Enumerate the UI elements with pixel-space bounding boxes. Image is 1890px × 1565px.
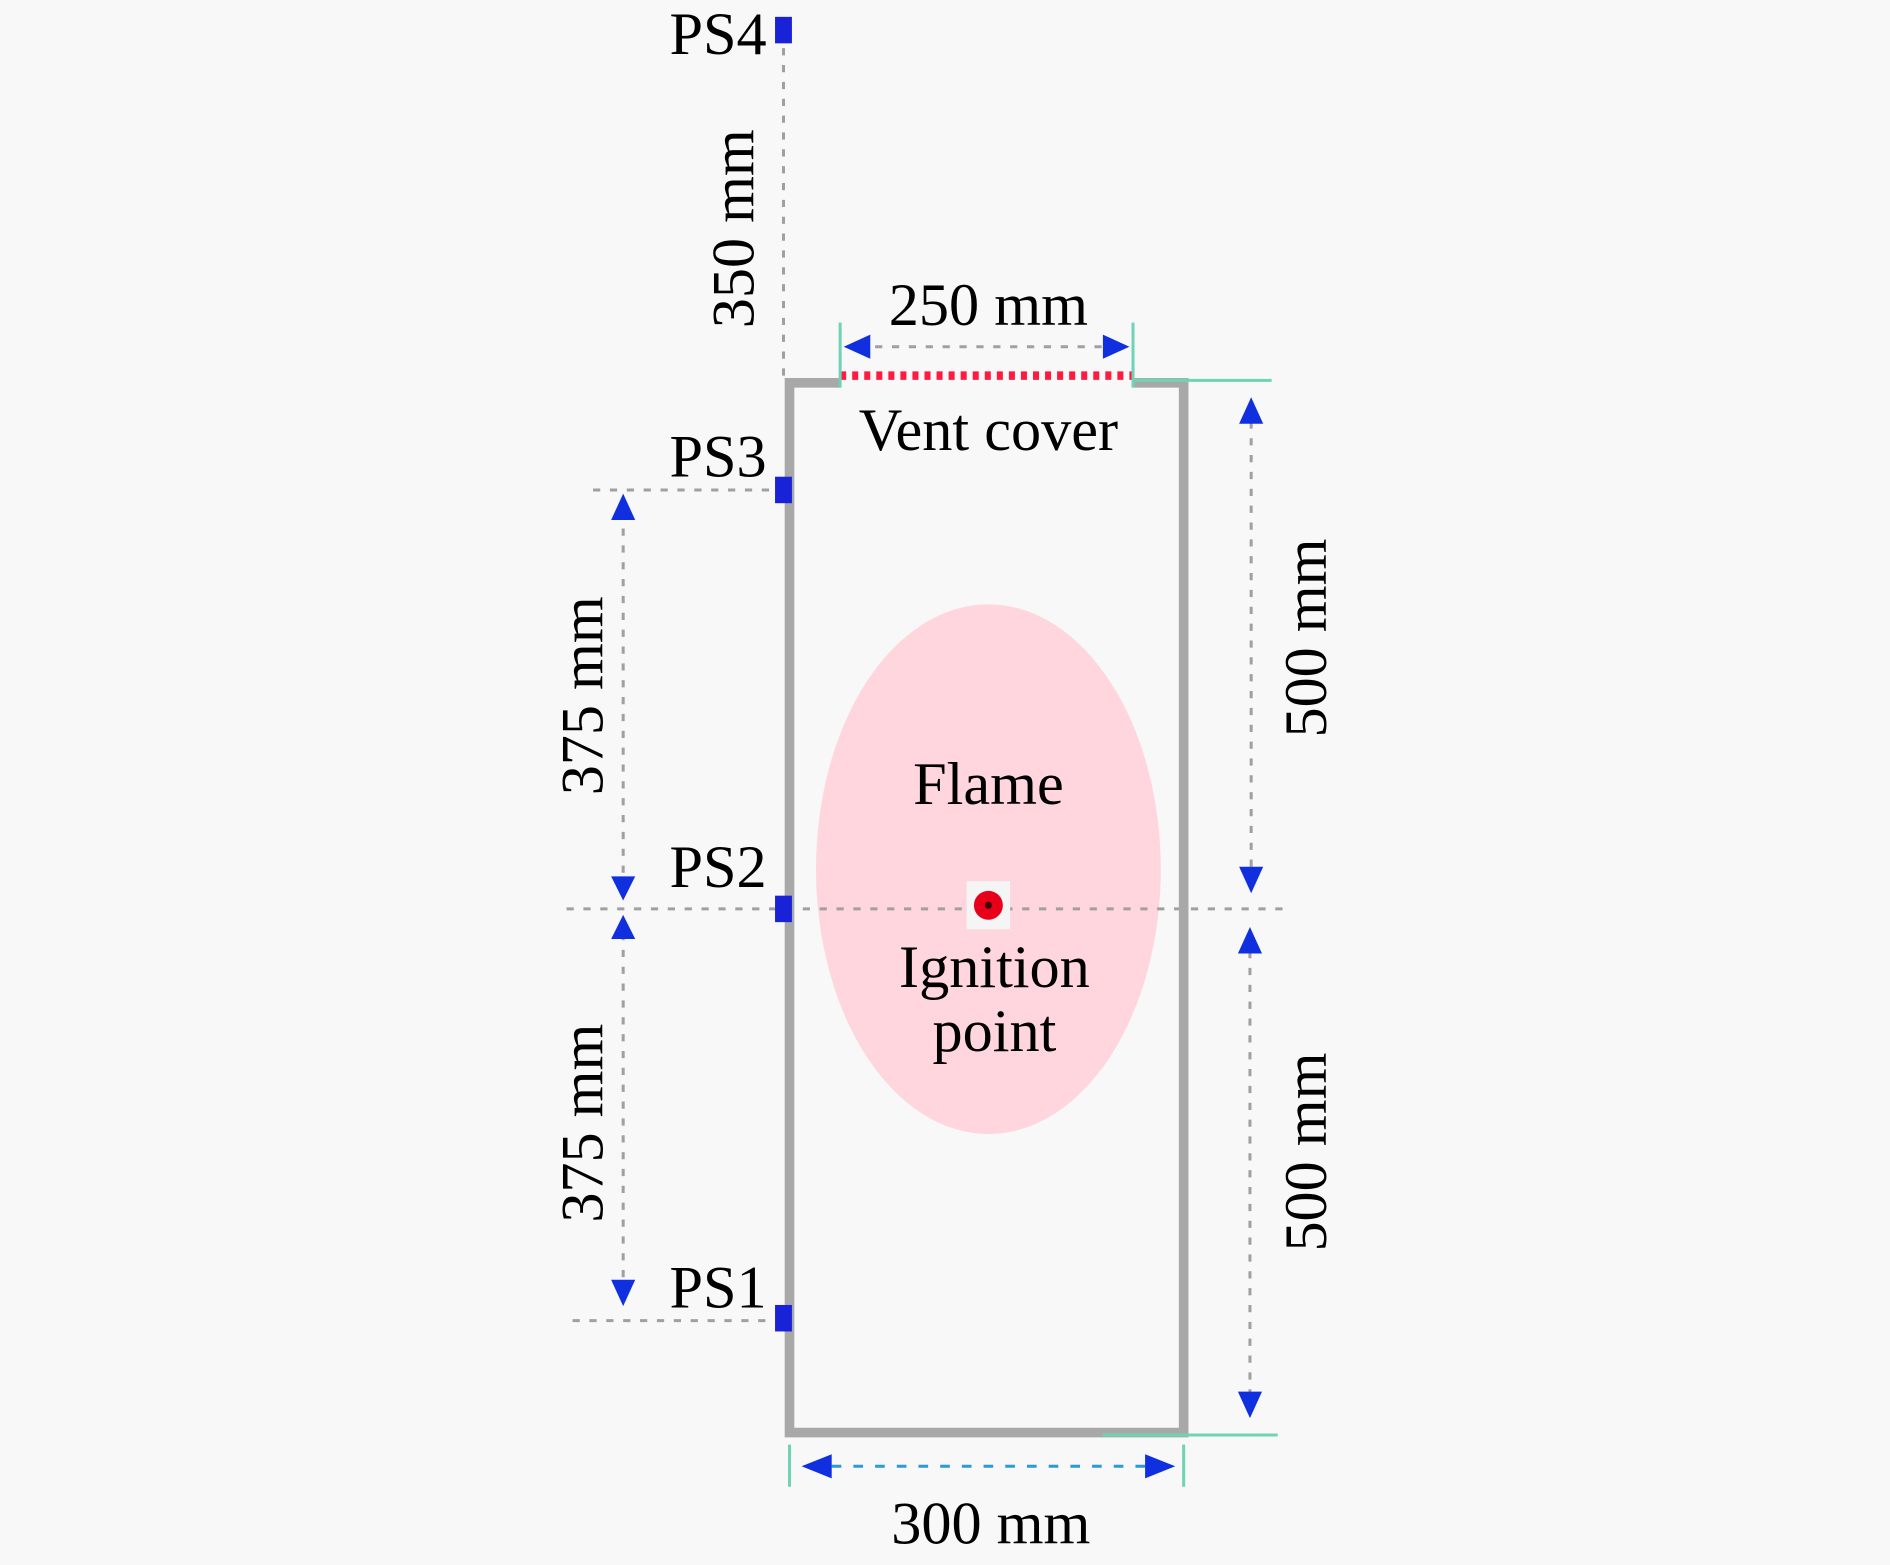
flame-label: Flame <box>913 751 1064 818</box>
dimension-lower-height: 500 mm <box>1237 926 1340 1419</box>
dimension-ps2-ps1: 375 mm <box>550 914 636 1307</box>
sensor-ps2: PS2 <box>669 834 792 923</box>
vessel-wall <box>784 378 1189 1438</box>
upper-height-label: 500 mm <box>1273 539 1340 738</box>
sensor-ps3: PS3 <box>669 424 792 504</box>
dimension-vessel-width: 300 mm <box>801 1454 1176 1557</box>
lower-height-label: 500 mm <box>1273 1053 1340 1252</box>
dimension-vent-width: 250 mm <box>843 272 1130 359</box>
ps4-distance-label: 350 mm <box>700 129 767 328</box>
arrow-left-icon <box>801 1454 832 1479</box>
sensor-ps1: PS1 <box>669 1254 792 1332</box>
arrow-down-icon <box>611 1279 636 1307</box>
arrow-up-icon <box>1237 926 1263 954</box>
svg-text:PS4: PS4 <box>669 1 766 68</box>
vent-cover-label: Vent cover <box>859 397 1118 464</box>
ignition-center-dot <box>984 901 993 909</box>
dimension-upper-height: 500 mm <box>1239 397 1340 894</box>
dimension-ps3-ps2: 375 mm <box>550 493 636 901</box>
arrow-up-icon <box>611 914 636 939</box>
arrow-down-icon <box>1237 1391 1263 1419</box>
ignition-label-line2: point <box>932 998 1056 1065</box>
arrow-up-icon <box>1239 397 1264 424</box>
ps2-ps1-distance-label: 375 mm <box>550 1024 617 1223</box>
svg-text:PS3: PS3 <box>669 424 766 491</box>
ps3-ps2-distance-label: 375 mm <box>550 596 617 795</box>
flame-region <box>816 604 1161 1135</box>
arrow-down-icon <box>611 876 636 901</box>
vessel-width-label: 300 mm <box>891 1490 1090 1557</box>
arrow-down-icon <box>1239 866 1264 894</box>
arrow-left-icon <box>843 334 871 359</box>
arrow-up-icon <box>611 493 636 521</box>
arrow-right-icon <box>1102 334 1130 359</box>
ignition-label-line1: Ignition <box>899 934 1090 1001</box>
sensor-ps4: PS4 <box>669 1 792 68</box>
svg-text:PS1: PS1 <box>669 1254 766 1321</box>
svg-text:PS2: PS2 <box>669 834 766 901</box>
arrow-right-icon <box>1145 1454 1176 1479</box>
vent-width-label: 250 mm <box>889 272 1088 339</box>
